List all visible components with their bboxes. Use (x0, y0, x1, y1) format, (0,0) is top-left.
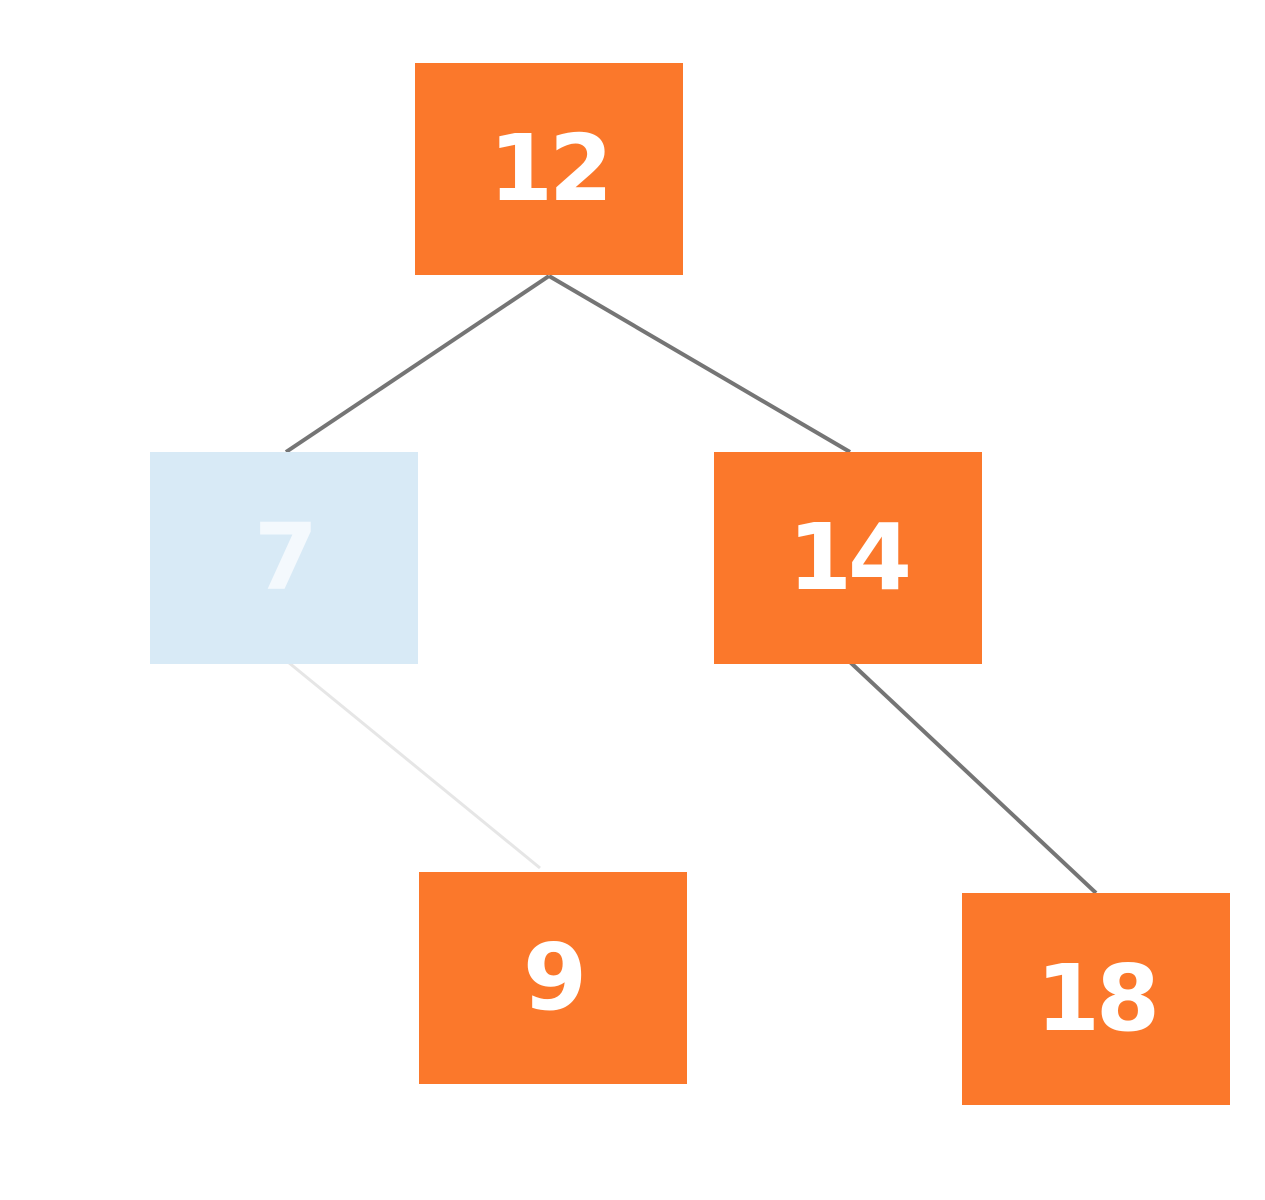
edge-7-9 (287, 660, 541, 870)
edge-12-7 (284, 274, 551, 454)
node-9[interactable]: 9 (419, 872, 687, 1084)
node-12-label: 12 (488, 115, 613, 222)
node-7-label: 7 (253, 504, 318, 611)
node-9-label: 9 (522, 924, 587, 1031)
node-18[interactable]: 18 (962, 893, 1230, 1105)
edge-12-14 (547, 274, 852, 454)
node-14[interactable]: 14 (714, 452, 982, 664)
node-12[interactable]: 12 (415, 63, 683, 275)
node-14-label: 14 (787, 504, 912, 611)
node-18-label: 18 (1035, 945, 1160, 1052)
node-7[interactable]: 7 (150, 452, 418, 664)
edge-14-18 (848, 660, 1098, 895)
